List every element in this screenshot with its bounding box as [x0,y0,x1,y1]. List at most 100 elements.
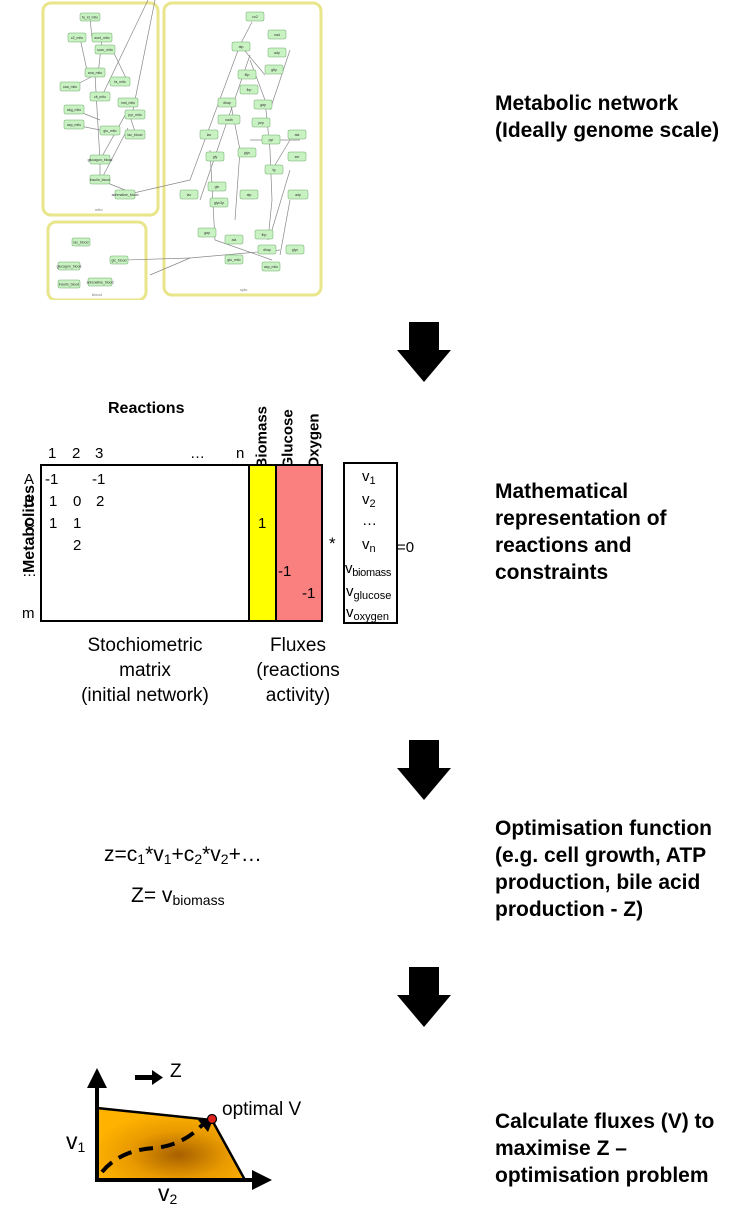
svg-text:glu_mito: glu_mito [103,129,116,133]
node: ala [287,129,307,140]
down-arrow-icon [397,322,451,382]
svg-text:lac: lac [207,133,212,137]
objective-equation: z=c1*v1+c2*v2+… [104,843,262,867]
region-label-mito: mito [95,207,103,212]
node: mal_mito [117,97,139,108]
node: glu_mito [99,125,121,136]
eq-part: +… [228,843,262,866]
down-arrow-icon [397,967,451,1027]
eq-sub: 2 [220,851,229,867]
node: gap [253,99,273,110]
axis-sub: 1 [77,1139,86,1155]
network-nodes: fa_ld_mito c2_mito acet_mito succ_mito a… [57,11,309,289]
step-label-line: optimisation problem [495,1164,709,1187]
node: ser [287,151,307,162]
row-header: C [24,515,35,532]
node: lac [199,129,219,140]
z-arrow-icon [152,1070,163,1085]
biomass-objective: Z= vbiomass [131,884,225,908]
region-mito [41,1,160,217]
node: glu_mito [224,254,244,265]
svg-text:lac_blood: lac_blood [128,133,143,137]
flux-vector [343,462,398,624]
svg-text:adp: adp [274,51,280,55]
region-blood [46,220,148,300]
fluxes-caption: Fluxes (reactions activity) [238,633,358,708]
matrix-cell: 2 [73,537,82,554]
node: dhap [217,97,237,108]
svg-text:asp_mito: asp_mito [67,123,81,127]
row-header: m [22,605,35,622]
v1-axis-label: v1 [66,1128,85,1155]
node: adp [267,47,287,58]
vector-v: v [346,583,354,600]
node: dhap [257,244,277,255]
node: gap [197,227,217,238]
eq-sub: 1 [137,851,146,867]
stoichiometric-matrix [40,464,250,622]
node: g6p [264,64,284,75]
matrix-cell: 1 [49,515,58,532]
svg-text:glyc3p: glyc3p [214,201,224,205]
glucose-header: Glucose [279,409,297,469]
vector-v: v [362,468,370,485]
vector-v: v [362,491,370,508]
z-arrow-shaft [135,1075,152,1080]
step-label-optimisation: Optimisation function (e.g. cell growth,… [495,815,712,923]
node: acet_mito [91,32,113,43]
caption-line: (initial network) [81,685,209,706]
col-header: 2 [72,445,81,462]
matrix-cell: 1 [73,515,82,532]
vector-sub: glucose [353,590,392,602]
biomass-value: 1 [258,515,267,532]
svg-text:acet_mito: acet_mito [94,36,109,40]
svg-text:f6p: f6p [245,73,250,77]
region-labels: mito blood cyto [92,207,248,297]
exchange-columns [277,464,323,622]
caption-line: Fluxes [270,635,326,656]
step-label-line: (e.g. cell growth, ATP [495,844,707,867]
col-header: … [190,445,205,462]
svg-text:aoa_mito: aoa_mito [88,71,102,75]
svg-text:succ_mito: succ_mito [97,48,113,52]
node: glyc3p [209,197,229,208]
node: fa_mito [109,76,131,87]
svg-text:nadh: nadh [225,118,233,122]
eq-sub: 2 [194,851,203,867]
svg-text:glu_mito: glu_mito [227,258,240,262]
col-header: 1 [48,445,57,462]
svg-text:fa_mito: fa_mito [114,80,126,84]
region-label-blood: blood [92,292,102,297]
vector-sub: 1 [369,475,376,487]
step-label-calculate: Calculate fluxes (V) to maximise Z – opt… [495,1108,714,1189]
row-header: A [24,471,35,488]
vector-entry: … [362,512,377,529]
node: glucagon_blood [57,261,82,271]
solution-space-plot [87,1068,272,1190]
node: nad [267,29,287,40]
down-arrow-icon [397,740,451,800]
svg-text:insulin_blood: insulin_blood [59,283,79,287]
eq-part: +c [171,843,195,866]
node: insulin_blood [89,174,110,185]
svg-text:cit_mito: cit_mito [94,95,106,99]
vector-entry: vbiomass [345,560,391,579]
node: glc_blood [109,255,129,265]
col-header: n [236,445,245,462]
eq-part: z=c [104,843,138,866]
node: succ_mito [94,44,116,55]
svg-text:dhap: dhap [263,248,271,252]
reactions-label: Reactions [108,400,185,417]
node: glyc [285,244,305,255]
biomass-header: Biomass [253,405,271,469]
svg-text:glucagon_blood: glucagon_blood [57,265,82,269]
svg-text:lac: lac [187,193,192,197]
eq-part: Z= v [131,884,173,907]
node: gly [205,151,225,162]
optimisation-path [100,1120,207,1174]
equals-zero: =0 [397,539,415,556]
region-cyto [162,1,323,297]
svg-text:glyc: glyc [244,151,250,155]
caption-line: Stochiometric [87,635,203,656]
step-label-line: production, bile acid [495,871,701,894]
